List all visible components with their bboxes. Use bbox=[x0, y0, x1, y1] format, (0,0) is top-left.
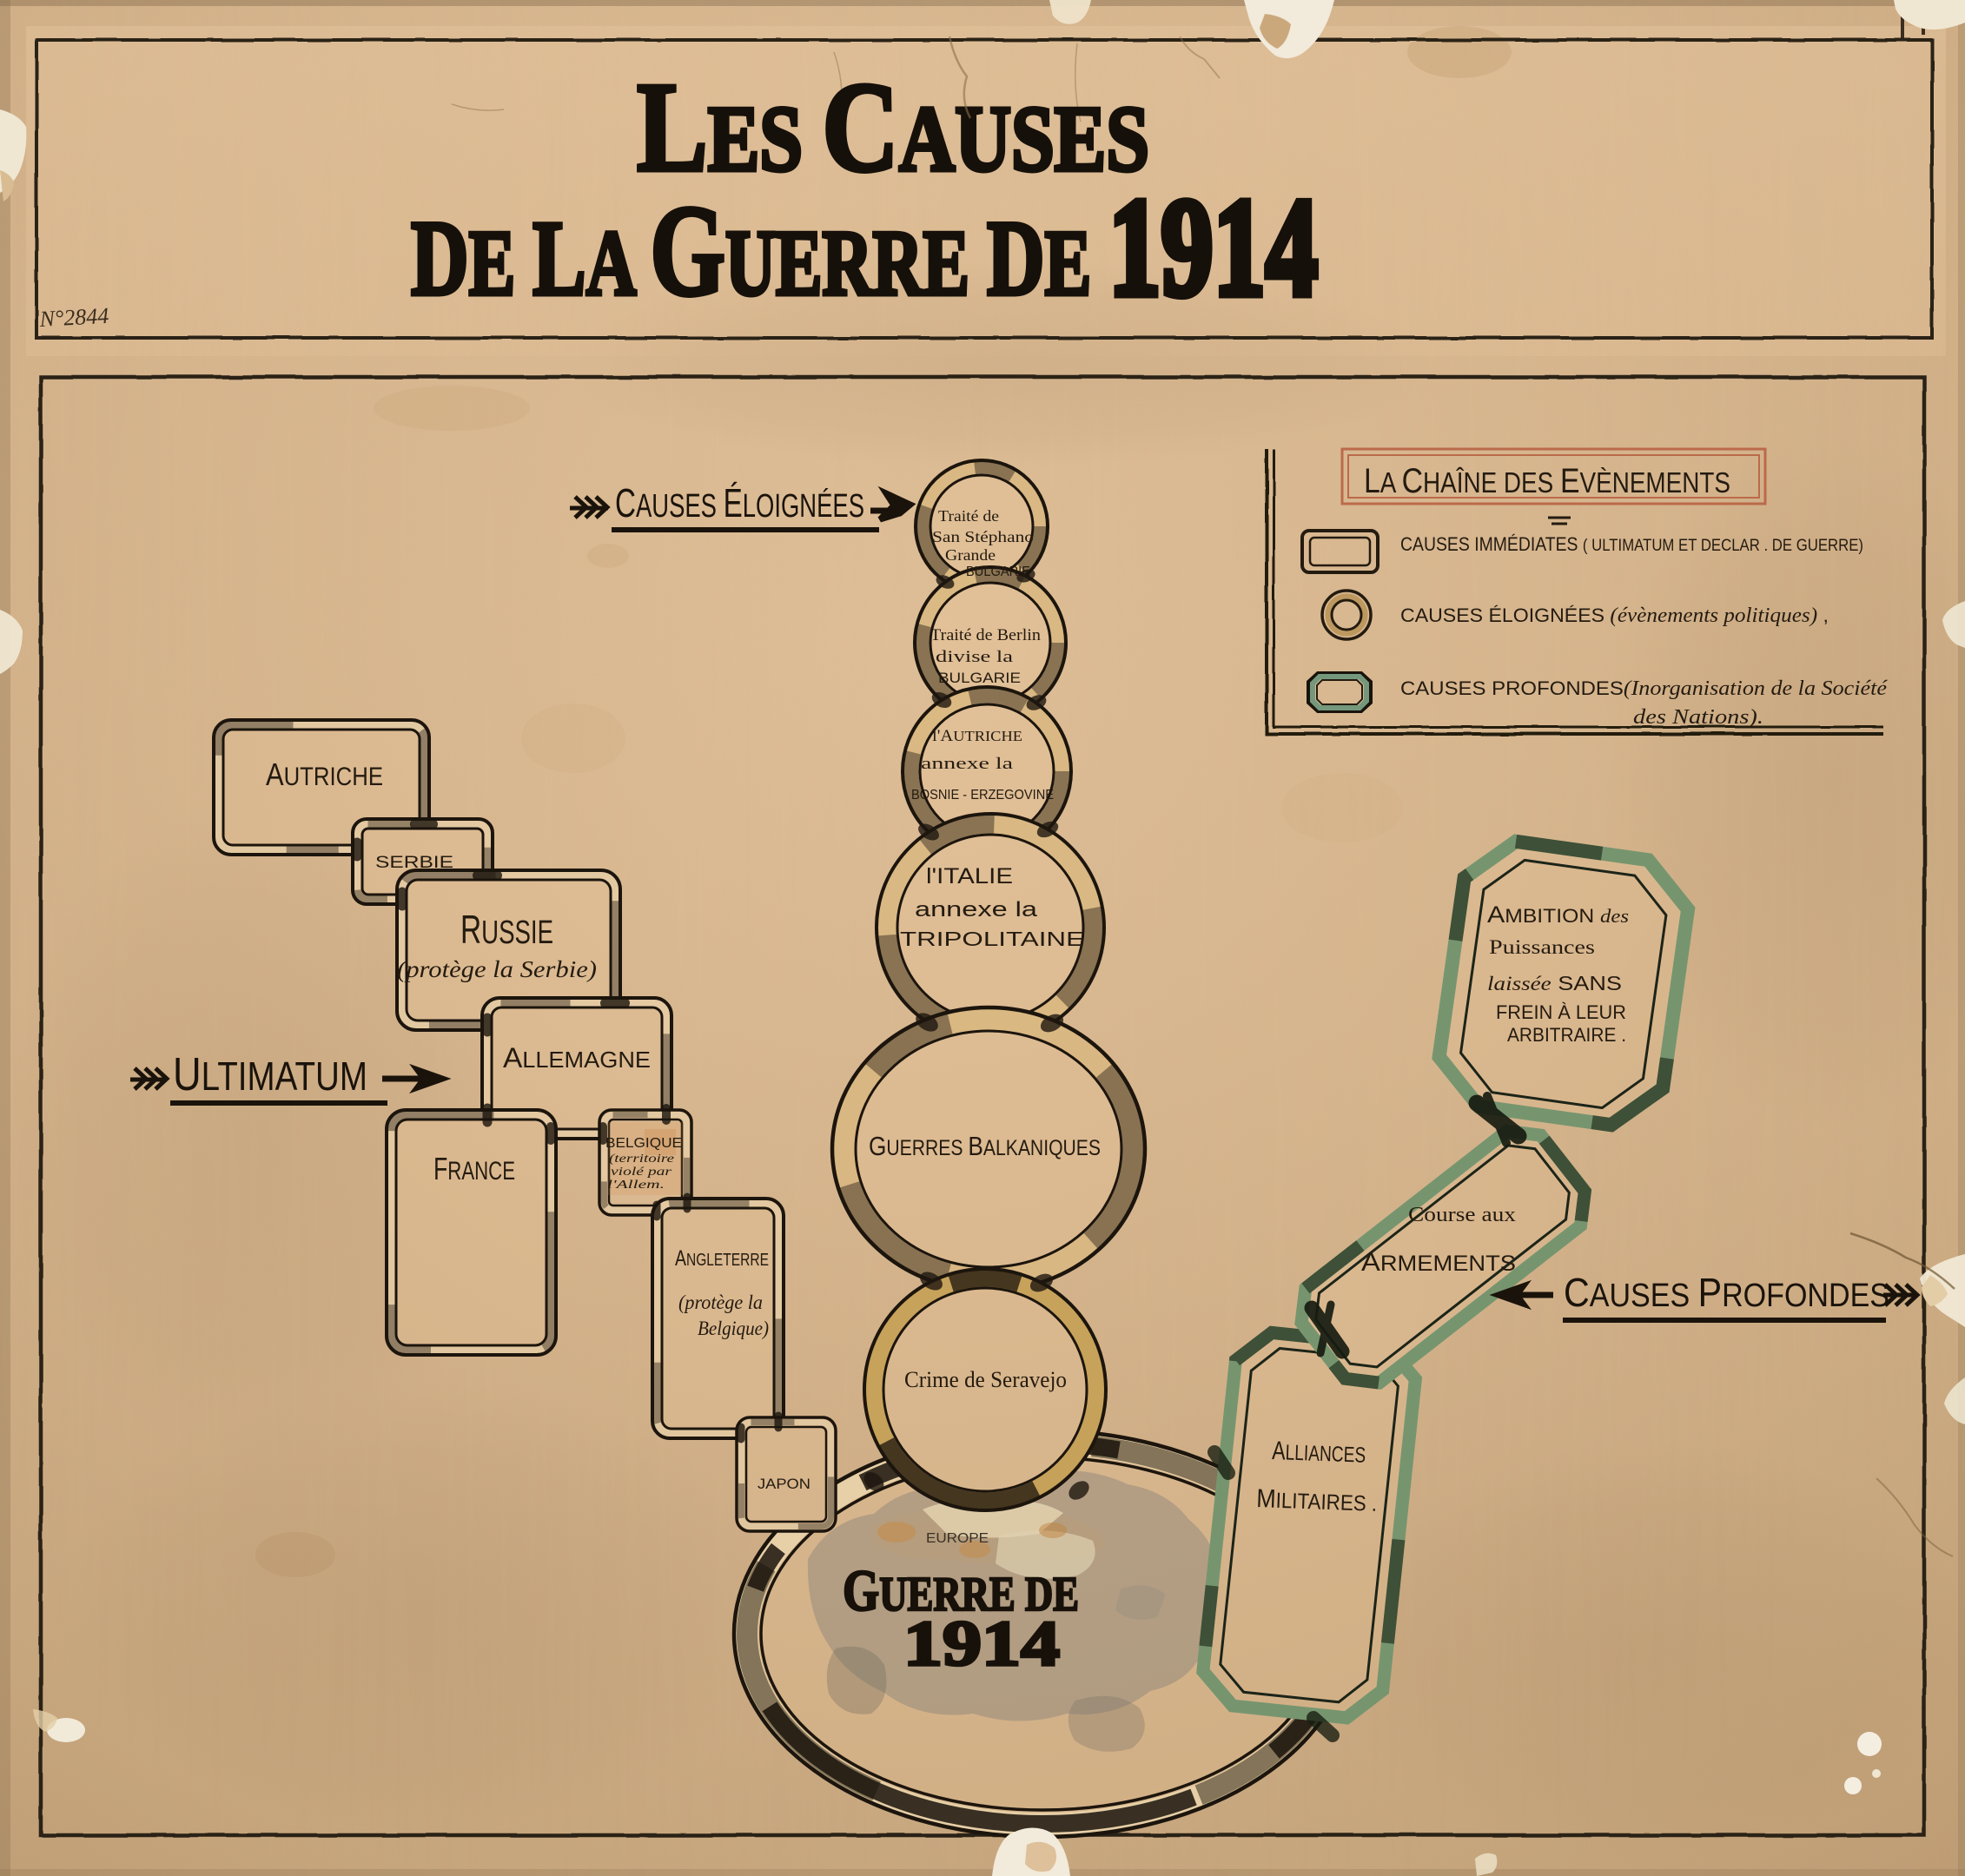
svg-text:TRIPOLITAINE: TRIPOLITAINE bbox=[900, 928, 1084, 950]
svg-text:ARBITRAIRE .: ARBITRAIRE . bbox=[1507, 1024, 1626, 1046]
svg-text:Traité de: Traité de bbox=[938, 507, 999, 525]
svg-text:DE LA GUERRE DE 1914: DE LA GUERRE DE 1914 bbox=[411, 170, 1318, 326]
svg-text:ULTIMATUM: ULTIMATUM bbox=[173, 1048, 367, 1100]
svg-text:CAUSES PROFONDES: CAUSES PROFONDES bbox=[1564, 1270, 1889, 1315]
svg-text:annexe la: annexe la bbox=[921, 755, 1014, 773]
svg-text:BELGIQUE: BELGIQUE bbox=[605, 1136, 682, 1151]
svg-text:Belgique): Belgique) bbox=[698, 1318, 769, 1339]
svg-text:EUROPE: EUROPE bbox=[926, 1531, 989, 1546]
svg-text:N°2844: N°2844 bbox=[38, 303, 109, 332]
svg-text:laissée SANS: laissée SANS bbox=[1487, 972, 1622, 994]
svg-text:BULGARIE: BULGARIE bbox=[938, 670, 1021, 686]
svg-text:FREIN À LEUR: FREIN À LEUR bbox=[1496, 1001, 1626, 1023]
svg-text:des Nations).: des Nations). bbox=[1633, 706, 1763, 729]
svg-text:CAUSES ÉLOIGNÉES: CAUSES ÉLOIGNÉES bbox=[615, 480, 864, 525]
svg-text:Traité de Berlin: Traité de Berlin bbox=[930, 626, 1042, 644]
svg-text:LA CHAÎNE DES EVÈNEMENTS: LA CHAÎNE DES EVÈNEMENTS bbox=[1364, 462, 1730, 500]
svg-text:(territoire: (territoire bbox=[609, 1153, 674, 1166]
svg-text:CAUSES ÉLOIGNÉES (évènements: CAUSES ÉLOIGNÉES (évènements politiques)… bbox=[1400, 604, 1829, 627]
svg-text:BOSNIE - ERZEGOVINE: BOSNIE - ERZEGOVINE bbox=[911, 788, 1054, 803]
svg-text:Grande: Grande bbox=[945, 546, 996, 564]
svg-text:SERBIE: SERBIE bbox=[375, 854, 453, 872]
svg-text:ANGLETERRE: ANGLETERRE bbox=[675, 1246, 769, 1271]
svg-text:BULGARIE: BULGARIE bbox=[966, 565, 1030, 579]
svg-text:FRANCE: FRANCE bbox=[433, 1151, 515, 1186]
svg-text:(protège la Serbie): (protège la Serbie) bbox=[397, 956, 597, 982]
svg-text:annexe la: annexe la bbox=[915, 898, 1038, 921]
svg-text:Puissances: Puissances bbox=[1489, 936, 1595, 958]
svg-text:violé par: violé par bbox=[611, 1166, 672, 1179]
svg-text:CAUSES IMMÉDIATES ( ULTIMATUM: CAUSES IMMÉDIATES ( ULTIMATUM ET DECLAR … bbox=[1400, 533, 1863, 555]
svg-text:JAPON: JAPON bbox=[758, 1476, 810, 1492]
svg-text:1914: 1914 bbox=[903, 1608, 1060, 1680]
svg-text:l'AUTRICHE: l'AUTRICHE bbox=[932, 727, 1022, 745]
svg-text:l'Allem.: l'Allem. bbox=[607, 1179, 665, 1192]
svg-text:Course aux: Course aux bbox=[1408, 1204, 1516, 1226]
svg-text:RUSSIE: RUSSIE bbox=[460, 907, 553, 952]
svg-text:LES CAUSES: LES CAUSES bbox=[637, 56, 1149, 199]
svg-text:GUERRES BALKANIQUES: GUERRES BALKANIQUES bbox=[869, 1131, 1101, 1161]
svg-text:ALLEMAGNE: ALLEMAGNE bbox=[503, 1042, 651, 1073]
svg-text:l'ITALIE: l'ITALIE bbox=[926, 864, 1013, 888]
svg-text:ARMEMENTS: ARMEMENTS bbox=[1361, 1248, 1516, 1277]
svg-text:divise la: divise la bbox=[936, 648, 1014, 666]
svg-text:(protège la: (protège la bbox=[678, 1291, 763, 1313]
svg-text:CAUSES PROFONDES(Inorganisati: CAUSES PROFONDES(Inorganisation de la So… bbox=[1400, 677, 1888, 700]
svg-text:Crime de Seravejo: Crime de Seravejo bbox=[904, 1367, 1067, 1392]
svg-text:AUTRICHE: AUTRICHE bbox=[266, 756, 383, 792]
svg-text:San Stéphano: San Stéphano bbox=[932, 528, 1034, 545]
svg-text:GUERRE DE: GUERRE DE bbox=[843, 1557, 1079, 1623]
